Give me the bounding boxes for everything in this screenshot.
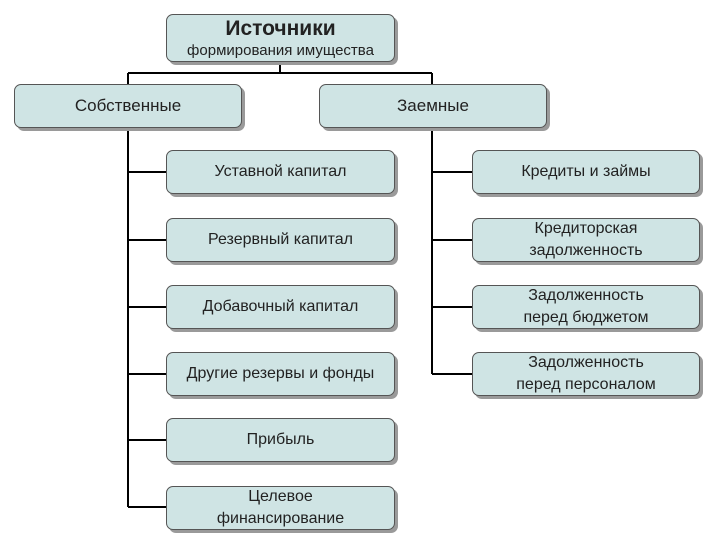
own-item-text: Уставной капитал [214, 163, 347, 180]
own-item: Целевое финансирование [166, 486, 395, 530]
root-title: Источники [225, 17, 336, 40]
borrowed-node: Заемные [319, 84, 547, 128]
own-item-text: Прибыль [246, 431, 315, 448]
root-node: Источники формирования имущества [166, 14, 395, 62]
borrowed-item: Кредиторская задолженность [472, 218, 700, 262]
own-item: Уставной капитал [166, 150, 395, 194]
borrowed-item-text-line1: Кредиторская [534, 220, 638, 237]
own-item: Добавочный капитал [166, 285, 395, 329]
borrowed-item: Задолженность перед персоналом [472, 352, 700, 396]
root-subtitle: формирования имущества [187, 42, 374, 59]
own-item-text: Добавочный капитал [202, 298, 359, 315]
own-item: Резервный капитал [166, 218, 395, 262]
borrowed-item: Кредиты и займы [472, 150, 700, 194]
borrowed-item: Задолженность перед бюджетом [472, 285, 700, 329]
own-node: Собственные [14, 84, 242, 128]
own-item-text-line2: финансирование [216, 510, 345, 527]
own-label: Собственные [74, 96, 182, 115]
own-item-text-line1: Целевое [248, 488, 313, 505]
own-item: Другие резервы и фонды [166, 352, 395, 396]
borrowed-item-text: Кредиты и займы [521, 163, 651, 180]
own-item: Прибыль [166, 418, 395, 462]
borrowed-item-text-line2: перед бюджетом [523, 309, 649, 326]
own-item-text: Другие резервы и фонды [186, 365, 375, 382]
borrowed-item-text-line2: перед персоналом [516, 376, 656, 393]
borrowed-label: Заемные [397, 96, 469, 115]
borrowed-item-text-line1: Задолженность [528, 287, 644, 304]
borrowed-item-text-line2: задолженность [529, 242, 643, 259]
own-item-text: Резервный капитал [208, 231, 353, 248]
borrowed-item-text-line1: Задолженность [528, 354, 644, 371]
